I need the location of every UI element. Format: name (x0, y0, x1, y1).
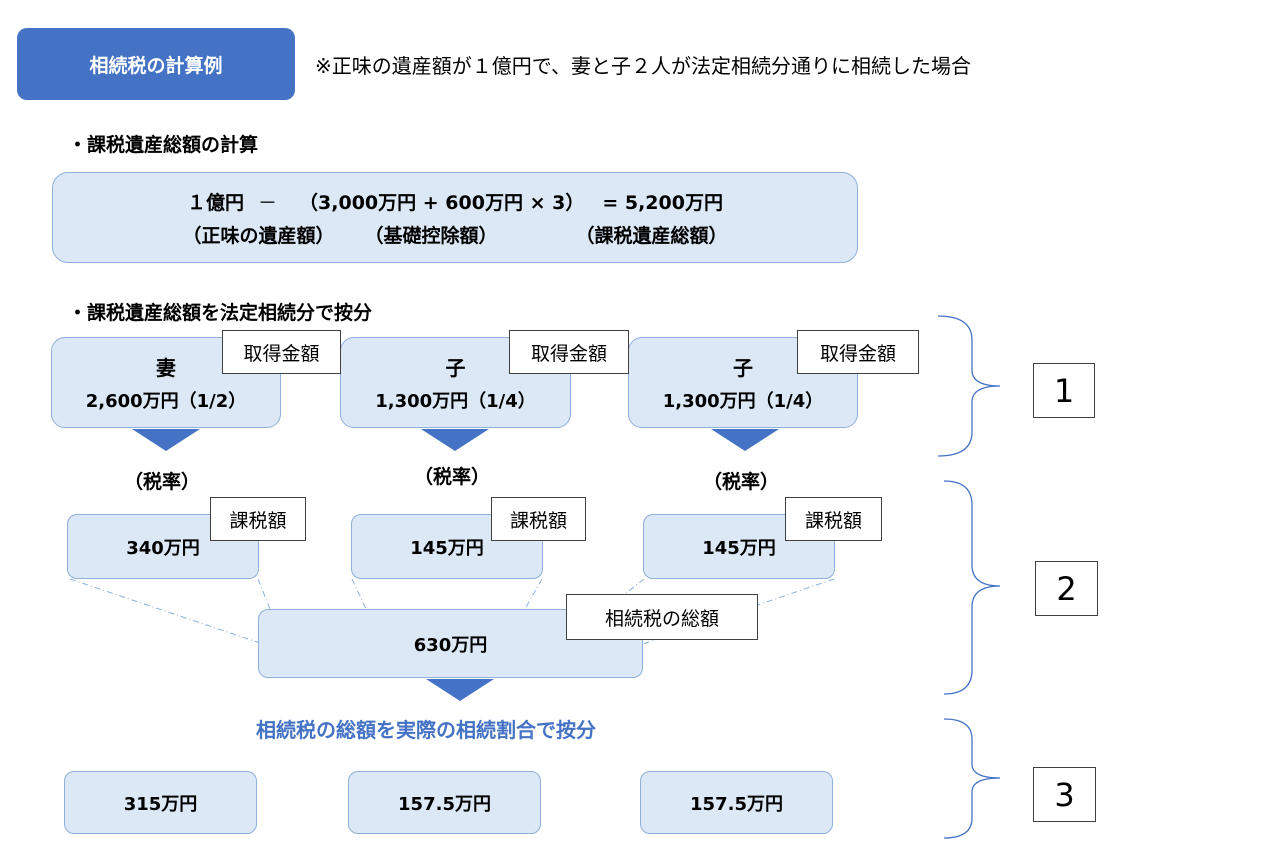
tax-box-child-1: 145万円 (351, 514, 543, 579)
brace-2 (943, 480, 1001, 695)
total-tax-amount: 630万円 (413, 634, 488, 656)
formula-estate: １億円 (187, 191, 245, 214)
formula-line: １億円 － （3,000万円 + 600万円 × 3） = 5,200万円 (187, 188, 723, 215)
step-number-2: 2 (1035, 561, 1098, 616)
arrow-down-icon (132, 429, 200, 451)
heir-name: 子 (445, 356, 466, 380)
label-basic-deduction: （基礎控除額） (364, 224, 498, 247)
final-amount: 157.5万円 (690, 793, 783, 815)
tax-rate-label: （税率） (414, 466, 491, 488)
formula-result: = 5,200万円 (602, 191, 723, 214)
arrow-down-icon (421, 429, 489, 451)
final-box-child-2: 157.5万円 (640, 771, 833, 834)
heir-amount: 1,300万円（1/4） (375, 391, 536, 412)
formula-box: １億円 － （3,000万円 + 600万円 × 3） = 5,200万円 （正… (52, 172, 858, 263)
heir-amount: 2,600万円（1/2） (85, 391, 247, 412)
title-note: ※正味の遺産額が１億円で、妻と子２人が法定相続分通りに相続した場合 (315, 54, 971, 78)
total-tax-tag: 相続税の総額 (566, 594, 758, 640)
label-net-estate: （正味の遺産額） (182, 224, 335, 247)
heir-name: 妻 (156, 356, 176, 380)
formula-deduction: （3,000万円 + 600万円 × 3） (299, 191, 585, 214)
final-amount: 157.5万円 (398, 793, 491, 815)
label-taxable-total: （課税遺産総額） (575, 224, 728, 247)
tax-amount: 145万円 (702, 537, 776, 559)
final-box-child-1: 157.5万円 (348, 771, 541, 834)
acquired-amount-tag: 取得金額 (509, 330, 629, 374)
tax-amount: 145万円 (410, 537, 484, 559)
acquired-amount-tag: 取得金額 (797, 330, 919, 374)
heir-amount: 1,300万円（1/4） (662, 391, 824, 412)
formula-labels: （正味の遺産額） （基礎控除額） （課税遺産総額） (182, 221, 727, 248)
tax-rate-label: （税率） (703, 471, 780, 493)
section2-heading: ・課税遺産総額を法定相続分で按分 (68, 302, 373, 324)
final-box-spouse: 315万円 (64, 771, 257, 834)
step-number-3: 3 (1033, 767, 1096, 822)
tax-amount-tag: 課税額 (491, 497, 586, 541)
title-badge-label: 相続税の計算例 (89, 54, 223, 77)
section1-heading: ・課税遺産総額の計算 (68, 134, 259, 156)
step-number-1: 1 (1033, 363, 1095, 418)
brace-3 (943, 718, 1001, 839)
formula-minus: － (258, 191, 278, 214)
arrow-down-icon (711, 429, 779, 451)
title-badge: 相続税の計算例 (17, 28, 295, 100)
tax-rate-label: （税率） (124, 471, 201, 493)
tax-amount-tag: 課税額 (785, 497, 882, 541)
arrow-down-icon (426, 679, 494, 701)
acquired-amount-tag: 取得金額 (222, 330, 341, 374)
brace-1 (937, 315, 1001, 457)
apportion-label: 相続税の総額を実際の相続割合で按分 (256, 718, 596, 742)
total-tax-box: 630万円 (258, 609, 643, 678)
tax-amount: 340万円 (126, 537, 200, 559)
final-amount: 315万円 (123, 793, 198, 815)
heir-name: 子 (733, 356, 753, 380)
tax-amount-tag: 課税額 (210, 497, 306, 541)
